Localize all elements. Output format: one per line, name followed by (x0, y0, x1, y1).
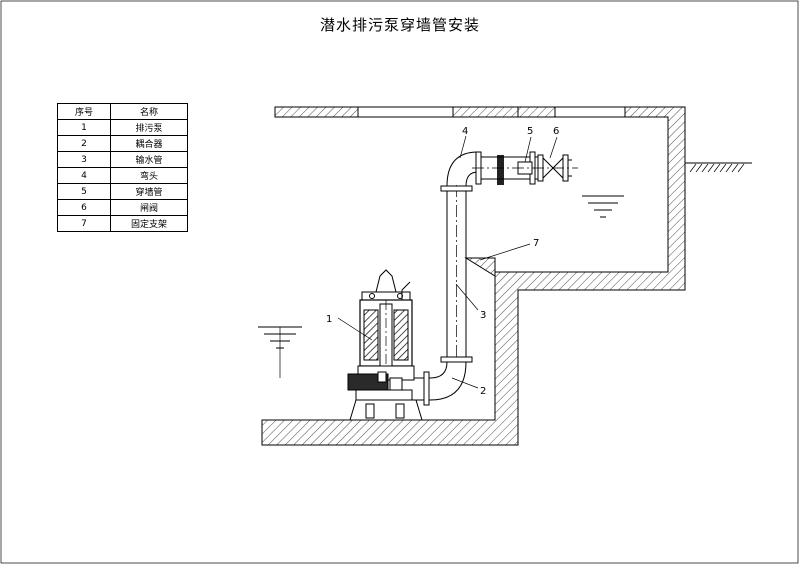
discharge-pipeline (400, 151, 578, 406)
wall-and-floor-section (261, 106, 686, 446)
drawing-title: 潜水排污泵穿墙管安装 (319, 16, 480, 34)
motor-winding-right (393, 309, 409, 361)
callout-5: 5 (527, 126, 533, 137)
motor-winding-left (363, 309, 379, 361)
bottom-elbow (429, 361, 448, 379)
concrete-structure (261, 106, 686, 446)
fixed-support (464, 257, 496, 277)
riser-top-flange (440, 185, 473, 192)
callouts: 1 2 3 4 5 6 7 (326, 126, 559, 397)
legend-no: 7 (57, 215, 111, 232)
riser-bottom-flange (440, 356, 473, 363)
legend-name: 固定支架 (110, 215, 188, 232)
slab-opening (357, 106, 454, 118)
ground-surface (685, 162, 752, 173)
callout-4: 4 (462, 126, 468, 137)
ground-hatch (689, 163, 745, 173)
wall-sleeve-seal (497, 155, 504, 185)
water-level-symbol-tank (582, 195, 624, 218)
callout-1: 1 (326, 314, 332, 325)
sewage-pump (347, 269, 423, 421)
top-elbow (446, 151, 479, 187)
callout-7: 7 (533, 238, 539, 249)
callout-6: 6 (553, 126, 559, 137)
pump-base (349, 399, 423, 421)
lifting-hook (375, 269, 397, 293)
legend-header-row: 序号 名称 (57, 103, 188, 120)
water-level-symbol-sump (258, 326, 302, 378)
callout-3: 3 (480, 310, 486, 321)
callout-2: 2 (480, 386, 486, 397)
tank-slab-opening (554, 106, 626, 118)
